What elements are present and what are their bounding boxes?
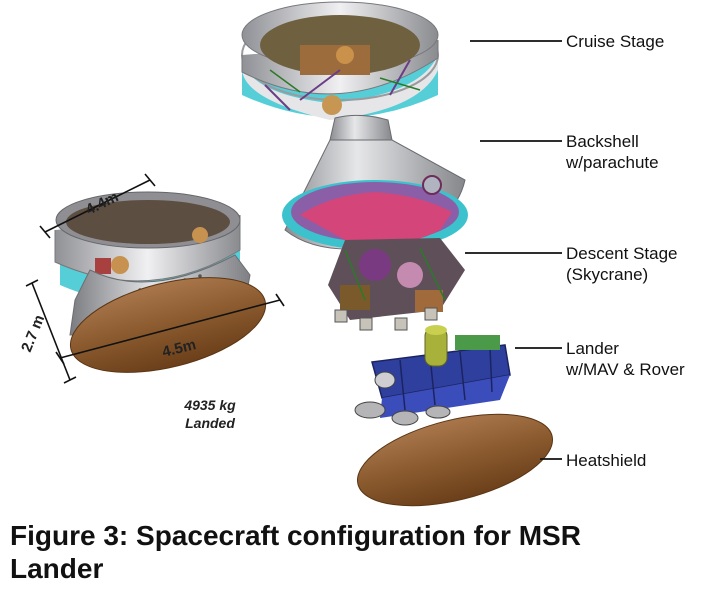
leader-lines <box>465 40 562 460</box>
lander-sublabel: w/MAV & Rover <box>566 360 685 379</box>
assembled-spacecraft-illustration <box>54 191 267 373</box>
descent-stage-sublabel: (Skycrane) <box>566 265 649 284</box>
figure-caption-line1: Figure 3: Spacecraft configuration for M… <box>10 520 581 551</box>
heatshield-label: Heatshield <box>566 451 647 470</box>
backshell-illustration <box>282 114 468 250</box>
lander-illustration <box>354 325 511 426</box>
cruise-stage-label: Cruise Stage <box>566 32 665 51</box>
lander-label: Lander <box>566 339 619 358</box>
dimension-lines <box>25 173 285 384</box>
landed-mass-caption: Landed <box>185 415 235 431</box>
figure-caption: Figure 3: Spacecraft configuration for M… <box>10 519 690 585</box>
landed-mass-value: 4935 kg <box>184 397 236 413</box>
backshell-sublabel: w/parachute <box>566 153 659 172</box>
cruise-stage-illustration <box>241 1 439 120</box>
heatshield-illustration <box>356 413 554 507</box>
figure-caption-line2: Lander <box>10 553 104 584</box>
backshell-label: Backshell <box>566 132 639 151</box>
descent-stage-label: Descent Stage <box>566 244 678 263</box>
descent-stage-illustration <box>328 238 465 331</box>
